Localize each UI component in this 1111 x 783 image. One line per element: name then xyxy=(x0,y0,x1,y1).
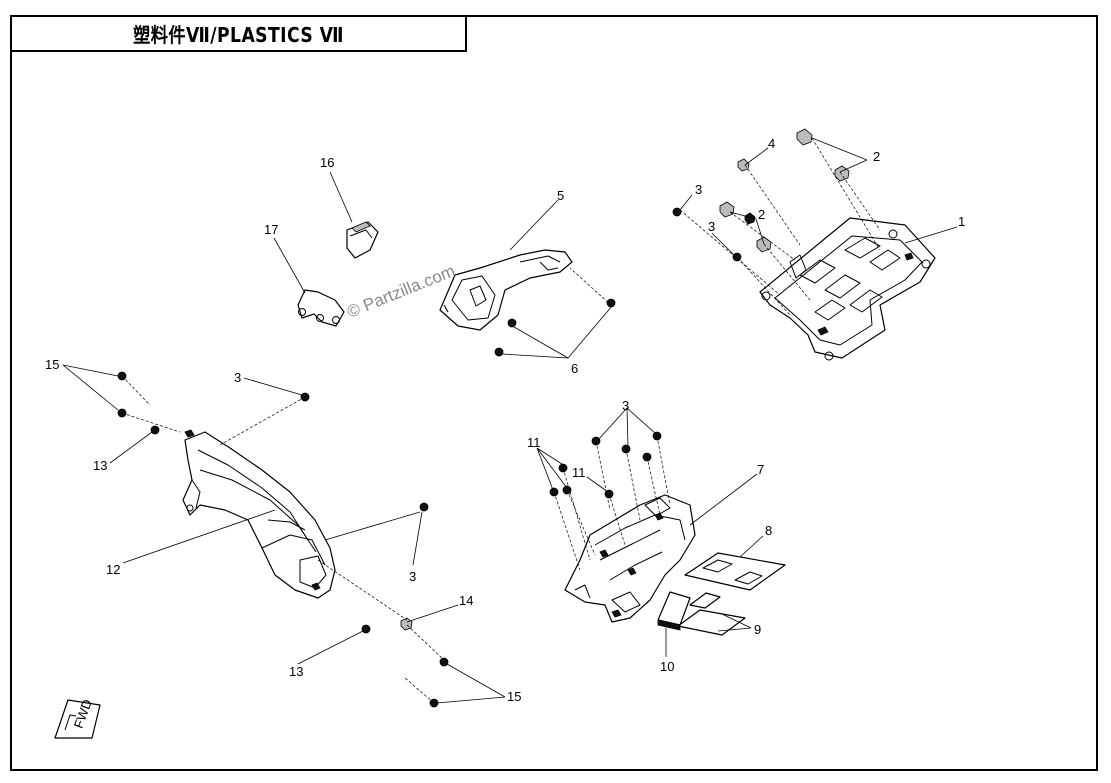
callout-11: 11 xyxy=(572,465,586,480)
callout-10: 10 xyxy=(660,659,674,674)
part-3-screws-upper xyxy=(672,207,742,262)
callout-2: 2 xyxy=(873,149,880,164)
part-10-block xyxy=(657,591,691,631)
callout-13: 13 xyxy=(289,664,303,679)
callout-5: 5 xyxy=(557,188,564,203)
fwd-arrow-icon: FWD xyxy=(54,697,101,739)
callout-14: 14 xyxy=(459,593,473,608)
drawing-frame xyxy=(10,15,1098,771)
part-16-clip xyxy=(346,221,379,259)
callout-numbers: 1 2 2 3 3 3 3 3 4 5 6 7 8 9 10 11 11 12 … xyxy=(45,136,965,704)
callout-12: 12 xyxy=(106,562,120,577)
diagram-title: 塑料件Ⅶ/PLASTICS Ⅶ xyxy=(133,23,344,47)
part-1-rear-tray xyxy=(759,217,936,361)
part-5-bracket xyxy=(439,249,573,331)
callout-7: 7 xyxy=(757,462,764,477)
callout-17: 17 xyxy=(264,222,278,237)
part-6-screws xyxy=(494,298,616,357)
callout-4: 4 xyxy=(768,136,775,151)
callout-13: 13 xyxy=(93,458,107,473)
part-7-battery-box xyxy=(564,494,696,623)
part-8-pad xyxy=(684,552,786,591)
part-9-pads xyxy=(677,592,746,636)
part-2-clips xyxy=(719,128,850,253)
leader-lines xyxy=(62,137,958,704)
callout-3: 3 xyxy=(622,398,629,413)
callout-8: 8 xyxy=(765,523,772,538)
callout-3: 3 xyxy=(234,370,241,385)
callout-3: 3 xyxy=(695,182,702,197)
callout-2: 2 xyxy=(758,207,765,222)
callout-15: 15 xyxy=(45,357,59,372)
callout-9: 9 xyxy=(754,622,761,637)
callout-11: 11 xyxy=(527,435,541,450)
callout-1: 1 xyxy=(958,214,965,229)
callout-15: 15 xyxy=(507,689,521,704)
callout-6: 6 xyxy=(571,361,578,376)
watermark: © Partzilla.com xyxy=(344,261,457,322)
part-12-side-panel xyxy=(182,429,336,599)
part-17-bracket xyxy=(297,289,345,327)
callout-16: 16 xyxy=(320,155,334,170)
callout-3: 3 xyxy=(409,569,416,584)
title-box: 塑料件Ⅶ/PLASTICS Ⅶ xyxy=(10,15,467,52)
callout-3: 3 xyxy=(708,219,715,234)
